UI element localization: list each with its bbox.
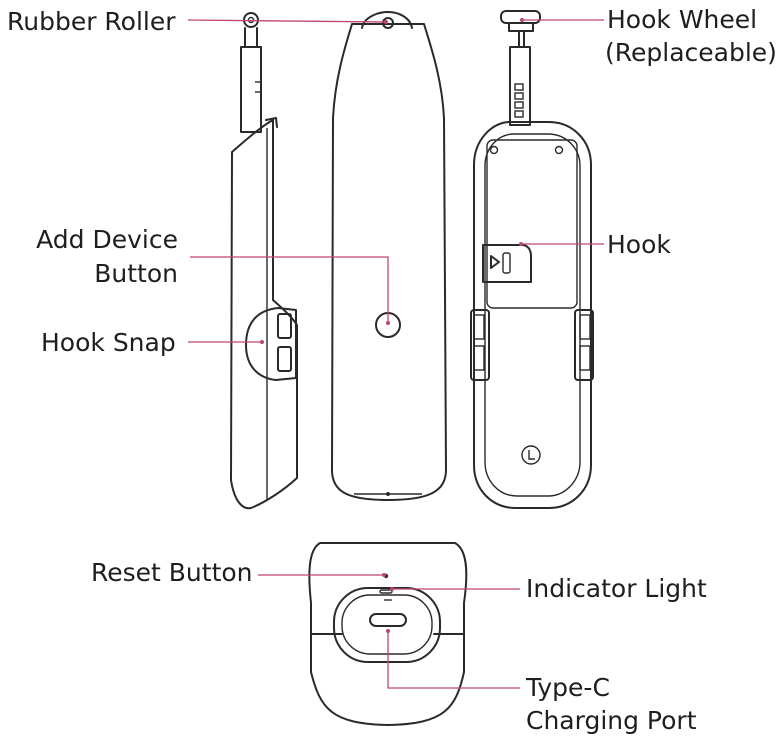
indicator-light [379, 589, 393, 594]
label-rubber-roller: Rubber Roller [7, 7, 176, 36]
label-hook-snap: Hook Snap [41, 328, 176, 357]
leader-rubber-roller [187, 19, 387, 23]
hook [482, 244, 532, 283]
back-arm [509, 46, 531, 126]
back-view [470, 10, 594, 509]
hook-snap-slot-lower [277, 346, 292, 372]
rubber-roller-front [361, 11, 413, 29]
side-view [230, 12, 298, 510]
label-indicator-light: Indicator Light [526, 574, 707, 603]
label-add-device: Add Device [36, 225, 178, 254]
leader-type-c [387, 631, 520, 689]
bottom-view [308, 542, 468, 726]
side-rod [240, 46, 262, 133]
port-bay [333, 587, 441, 663]
label-add-device-button: Button [94, 259, 178, 288]
label-hook: Hook [607, 230, 671, 259]
type-c-port [369, 613, 407, 627]
labels: Rubber Roller Hook Wheel (Replaceable) A… [7, 5, 777, 735]
front-view [331, 11, 447, 501]
bottom-body [308, 542, 468, 726]
label-reset-button: Reset Button [91, 558, 253, 587]
hook-snap-slot-upper [277, 313, 292, 339]
leader-add-device [190, 256, 389, 323]
front-body [331, 23, 447, 501]
label-hook-wheel: Hook Wheel [607, 5, 757, 34]
hook-snap [245, 307, 297, 381]
label-hook-wheel-replaceable: (Replaceable) [605, 38, 777, 67]
leader-lines [187, 18, 604, 689]
back-frame [473, 121, 592, 509]
label-type-c: Type-C [525, 673, 610, 702]
eyelet [521, 445, 541, 465]
label-charging-port: Charging Port [526, 706, 697, 735]
side-body [230, 119, 298, 510]
